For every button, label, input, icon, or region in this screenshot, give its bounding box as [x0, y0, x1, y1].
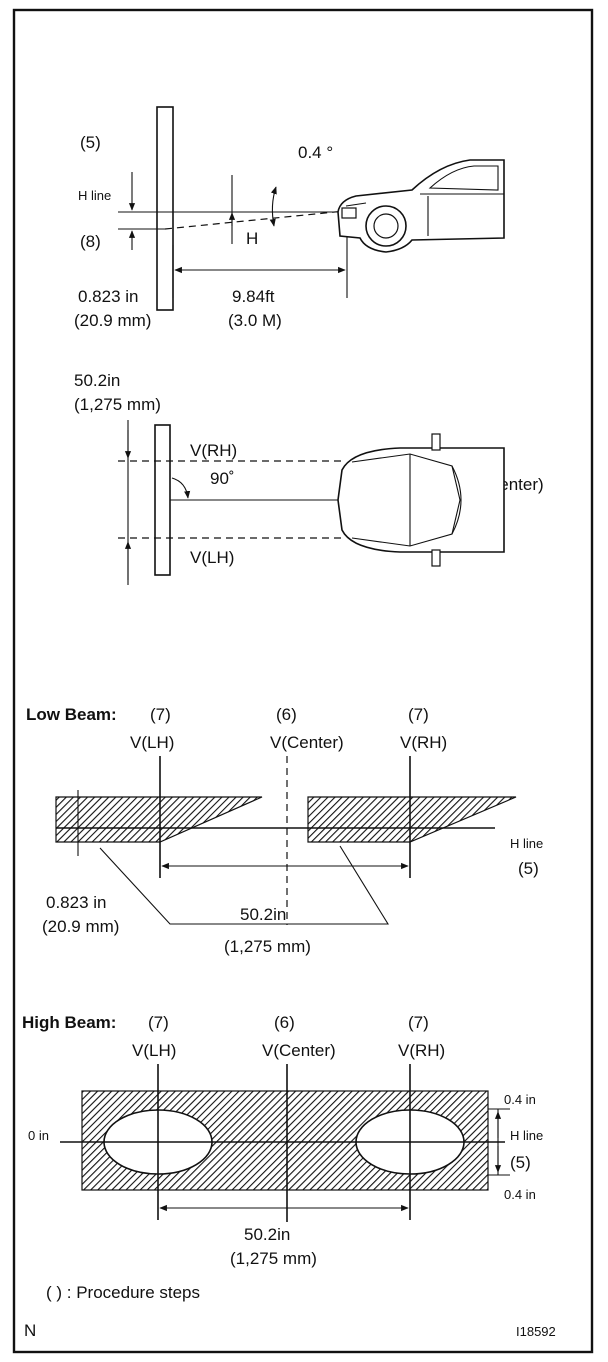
side-offset-mm: (20.9 mm): [74, 311, 151, 330]
top-view: 50.2in (1,275 mm) V(RH) 90˚ V(Center) V(…: [74, 371, 544, 585]
high-step-lh: (7): [148, 1013, 169, 1032]
car-top-icon: [337, 433, 505, 567]
side-step-8: (8): [80, 232, 101, 251]
figure-border: [12, 8, 594, 1354]
top-width-in: 50.2in: [74, 371, 120, 390]
side-distance-ft: 9.84ft: [232, 287, 275, 306]
low-h-line-label: H line: [510, 836, 543, 851]
high-step-5: (5): [510, 1153, 531, 1172]
side-angle-label: 0.4 °: [298, 143, 333, 162]
beam-tilt-line: [164, 210, 346, 230]
side-offset-in: 0.823 in: [78, 287, 139, 306]
screen-board-top: [154, 424, 171, 576]
low-v-lh: V(LH): [130, 733, 174, 752]
top-angle: 90˚: [210, 469, 235, 488]
low-step-center: (6): [276, 705, 297, 724]
side-h-line-label: H line: [78, 188, 111, 203]
figure-id: I18592: [516, 1324, 556, 1339]
high-v-rh: V(RH): [398, 1041, 445, 1060]
side-view: (5) 0.4 ° H line (8) H 0.823 in (20.9 mm…: [74, 106, 505, 330]
high-bottom-in: 0.4 in: [504, 1187, 536, 1202]
car-side-icon: [337, 159, 505, 253]
high-h-line-label: H line: [510, 1128, 543, 1143]
side-h-label: H: [246, 229, 258, 248]
side-distance-m: (3.0 M): [228, 311, 282, 330]
low-step-5: (5): [518, 859, 539, 878]
low-offset-mm: (20.9 mm): [42, 917, 119, 936]
low-v-rh: V(RH): [400, 733, 447, 752]
high-v-center: V(Center): [262, 1041, 336, 1060]
top-v-lh: V(LH): [190, 548, 234, 567]
low-beam-section: Low Beam: (7) (6) (7) V(LH) V(Center) V(…: [26, 705, 543, 956]
high-step-center: (6): [274, 1013, 295, 1032]
legend-procedure-steps: ( ) : Procedure steps: [46, 1283, 200, 1302]
angle-arc: [269, 186, 277, 227]
footer-left-code: N: [24, 1321, 36, 1340]
low-beam-title: Low Beam:: [26, 705, 117, 724]
low-beam-pattern-left: [55, 796, 263, 843]
low-width-in: 50.2in: [240, 905, 286, 924]
high-step-rh: (7): [408, 1013, 429, 1032]
low-v-center: V(Center): [270, 733, 344, 752]
low-step-lh: (7): [150, 705, 171, 724]
top-width-mm: (1,275 mm): [74, 395, 161, 414]
high-width-mm: (1,275 mm): [230, 1249, 317, 1268]
high-width-in: 50.2in: [244, 1225, 290, 1244]
low-step-rh: (7): [408, 705, 429, 724]
side-step-5: (5): [80, 133, 101, 152]
high-beam-section: High Beam: (7) (6) (7) V(LH) V(Center) V…: [22, 1013, 543, 1268]
right-angle-arc: [171, 477, 191, 499]
high-zero-in: 0 in: [28, 1128, 49, 1143]
high-top-in: 0.4 in: [504, 1092, 536, 1107]
low-beam-pattern-right: [307, 796, 517, 843]
high-v-lh: V(LH): [132, 1041, 176, 1060]
low-width-mm: (1,275 mm): [224, 937, 311, 956]
screen-board-side: [156, 106, 174, 311]
low-leader-lines: [99, 845, 389, 925]
top-v-rh: V(RH): [190, 441, 237, 460]
low-offset-in: 0.823 in: [46, 893, 107, 912]
high-beam-title: High Beam:: [22, 1013, 116, 1032]
